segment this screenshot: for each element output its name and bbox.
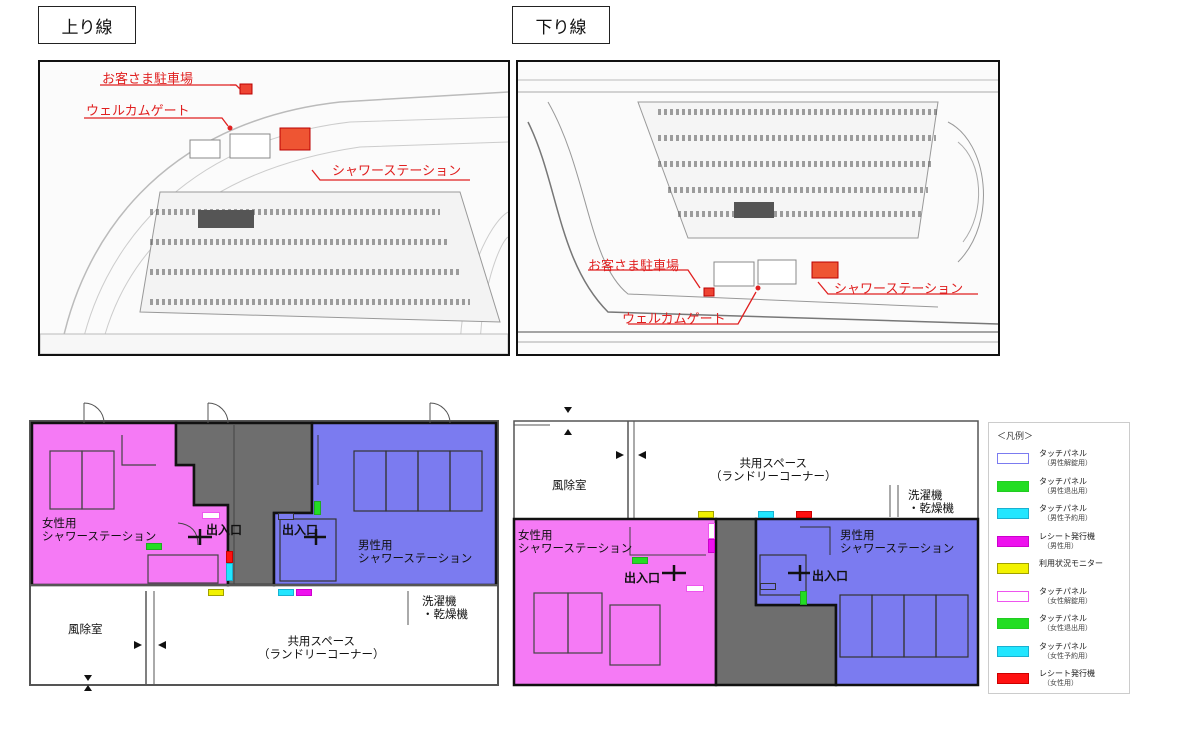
legend-label: レシート発行機 bbox=[1039, 669, 1095, 678]
men-receipt-printer-up[interactable] bbox=[296, 589, 312, 596]
legend-item: レシート発行機（男性用） bbox=[995, 530, 1127, 558]
legend-item: タッチパネル（女性退出用） bbox=[995, 612, 1127, 640]
men-reserve-panel-down[interactable] bbox=[758, 511, 774, 518]
status-monitor-up bbox=[208, 589, 224, 596]
label-parking-up: お客さま駐車場 bbox=[102, 72, 194, 87]
floor-plan-down: 風除室 共用スペース（ランドリーコーナー） 洗濯機・乾燥機 女性用シャワーステー… bbox=[510, 405, 982, 705]
legend-swatch bbox=[997, 673, 1029, 684]
windbreak-label-down: 風除室 bbox=[552, 478, 587, 492]
legend-item: タッチパネル（女性解錠用） bbox=[995, 585, 1127, 613]
women-exit-panel-down[interactable] bbox=[632, 557, 648, 564]
tab-up-line[interactable]: 上り線 bbox=[38, 6, 136, 44]
entrance-label-women-up: 出入口 bbox=[206, 523, 243, 537]
floor-plan-up-drawing bbox=[29, 402, 499, 691]
site-map-down: お客さま駐車場 ウェルカムゲート シャワーステーション bbox=[516, 60, 1000, 356]
men-shower-label-up: 男性用シャワーステーション bbox=[358, 538, 473, 565]
common-space-label-down: 共用スペース（ランドリーコーナー） bbox=[710, 456, 837, 483]
legend-item: タッチパネル（男性解錠用） bbox=[995, 447, 1127, 475]
status-monitor-down bbox=[698, 511, 714, 518]
women-receipt-printer-up[interactable] bbox=[226, 551, 233, 563]
entrance-label-men-up: 出入口 bbox=[282, 523, 319, 537]
washer-label-down: 洗濯機・乾燥機 bbox=[908, 488, 954, 515]
legend-swatch bbox=[997, 618, 1029, 629]
label-welcome-gate-up: ウェルカムゲート bbox=[86, 104, 190, 119]
legend-item: レシート発行機（女性用） bbox=[995, 667, 1127, 695]
label-parking-down: お客さま駐車場 bbox=[588, 259, 680, 274]
legend-item: タッチパネル（男性予約用） bbox=[995, 502, 1127, 530]
legend-title: ＜凡例＞ bbox=[997, 432, 1034, 442]
women-receipt-printer-down[interactable] bbox=[708, 539, 715, 553]
legend-swatch bbox=[997, 590, 1029, 602]
tab-down-line[interactable]: 下り線 bbox=[512, 6, 610, 44]
label-shower-station-down: シャワーステーション bbox=[834, 282, 964, 297]
men-unlock-panel-down[interactable] bbox=[760, 583, 776, 590]
women-shower-label-down: 女性用シャワーステーション bbox=[518, 528, 633, 555]
legend-sublabel: （男性退出用） bbox=[1043, 486, 1092, 495]
men-receipt-printer-down[interactable] bbox=[796, 511, 812, 518]
site-map-up: お客さま駐車場 ウェルカムゲート シャワーステーション bbox=[38, 60, 510, 356]
legend-sublabel: （女性用） bbox=[1043, 679, 1078, 687]
entrance-label-men-down: 出入口 bbox=[812, 569, 849, 583]
women-shower-label-up: 女性用シャワーステーション bbox=[42, 516, 157, 543]
legend-swatch bbox=[997, 563, 1029, 574]
legend-swatch bbox=[997, 508, 1029, 519]
legend-item: タッチパネル（男性退出用） bbox=[995, 475, 1127, 503]
women-reserve-panel-up[interactable] bbox=[226, 563, 233, 581]
legend-swatch bbox=[997, 645, 1029, 657]
common-space-label-up: 共用スペース（ランドリーコーナー） bbox=[258, 634, 385, 661]
men-shower-label-down: 男性用シャワーステーション bbox=[840, 528, 955, 555]
legend-item: タッチパネル（女性予約用） bbox=[995, 640, 1127, 668]
men-exit-panel-down[interactable] bbox=[800, 591, 807, 605]
legend: ＜凡例＞ タッチパネル（男性解錠用）タッチパネル（男性退出用）タッチパネル（男性… bbox=[988, 422, 1130, 694]
legend-sublabel: （女性予約用） bbox=[1043, 651, 1092, 660]
men-unlock-panel-up[interactable] bbox=[278, 513, 294, 520]
legend-label: タッチパネル bbox=[1039, 614, 1087, 623]
legend-sublabel: （女性解錠用） bbox=[1043, 596, 1092, 605]
men-reserve-panel-up[interactable] bbox=[278, 589, 294, 596]
legend-label: タッチパネル bbox=[1039, 476, 1087, 486]
legend-label: タッチパネル bbox=[1039, 586, 1087, 596]
legend-sublabel: （女性退出用） bbox=[1043, 624, 1092, 632]
women-exit-panel-up[interactable] bbox=[146, 543, 162, 550]
legend-sublabel: （男性解錠用） bbox=[1043, 459, 1092, 467]
legend-item: 利用状況モニター bbox=[995, 557, 1127, 585]
women-unlock-panel-down[interactable] bbox=[708, 523, 715, 539]
site-map-up-drawing bbox=[40, 83, 508, 354]
legend-label: タッチパネル bbox=[1039, 449, 1087, 458]
women-unlock-panel-up[interactable] bbox=[202, 512, 220, 519]
label-shower-station-up: シャワーステーション bbox=[332, 164, 462, 179]
label-welcome-gate-down: ウェルカムゲート bbox=[622, 312, 726, 327]
legend-swatch bbox=[997, 480, 1029, 492]
entrance-label-women-down: 出入口 bbox=[624, 571, 661, 585]
legend-label: 利用状況モニター bbox=[1039, 559, 1103, 568]
legend-label: レシート発行機 bbox=[1039, 531, 1095, 541]
floor-plan-up: 女性用シャワーステーション 出入口 出入口 男性用シャワーステーション 風除室 … bbox=[28, 395, 502, 695]
legend-label: タッチパネル bbox=[1039, 504, 1087, 513]
legend-label: タッチパネル bbox=[1039, 641, 1087, 651]
windbreak-label-up: 風除室 bbox=[68, 622, 103, 636]
men-exit-panel-up[interactable] bbox=[314, 501, 321, 515]
washer-label-up: 洗濯機・乾燥機 bbox=[422, 594, 468, 621]
floor-plan-down-drawing bbox=[512, 407, 980, 687]
legend-sublabel: （男性予約用） bbox=[1043, 514, 1092, 522]
site-map-down-drawing bbox=[518, 79, 998, 343]
legend-sublabel: （男性用） bbox=[1043, 541, 1078, 550]
women-reserve-panel-down[interactable] bbox=[686, 585, 704, 592]
legend-swatch bbox=[997, 453, 1029, 464]
legend-swatch bbox=[997, 535, 1029, 547]
